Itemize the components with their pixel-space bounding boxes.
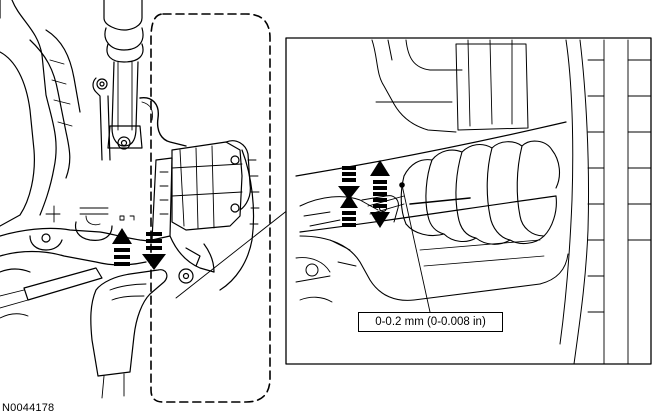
ball-joint-boot xyxy=(74,221,113,241)
down-arrow-dashed-icon xyxy=(142,232,166,270)
detail-outline xyxy=(150,13,271,403)
section-bottom-line xyxy=(299,195,557,233)
knuckle xyxy=(151,157,173,241)
up-arrow-dashed-icon xyxy=(340,194,358,227)
body-panel xyxy=(0,51,35,227)
down-arrow-dashed-icon xyxy=(338,166,360,200)
brake-hose xyxy=(139,97,187,147)
measurement-callout: 0-0.2 mm (0-0.008 in) xyxy=(358,312,503,332)
detail-view xyxy=(285,37,652,365)
caliper xyxy=(171,141,243,231)
lower-arm xyxy=(0,227,159,243)
pry-bar xyxy=(23,267,103,301)
strut-body xyxy=(111,61,139,147)
up-arrow-dashed-icon xyxy=(112,228,132,266)
section-top-line xyxy=(295,121,567,177)
stabilizer-link xyxy=(92,77,111,161)
inner-fender xyxy=(0,0,57,216)
figure-id: N0044178 xyxy=(2,402,55,414)
hand xyxy=(90,269,168,377)
leader-line xyxy=(175,201,299,299)
double-arrow-dashed-icon xyxy=(370,160,390,228)
rotor xyxy=(219,149,255,291)
overview-drawing xyxy=(0,0,260,399)
strut-clamp xyxy=(107,125,143,149)
callout-leader xyxy=(401,184,431,313)
strut-top xyxy=(103,0,143,31)
